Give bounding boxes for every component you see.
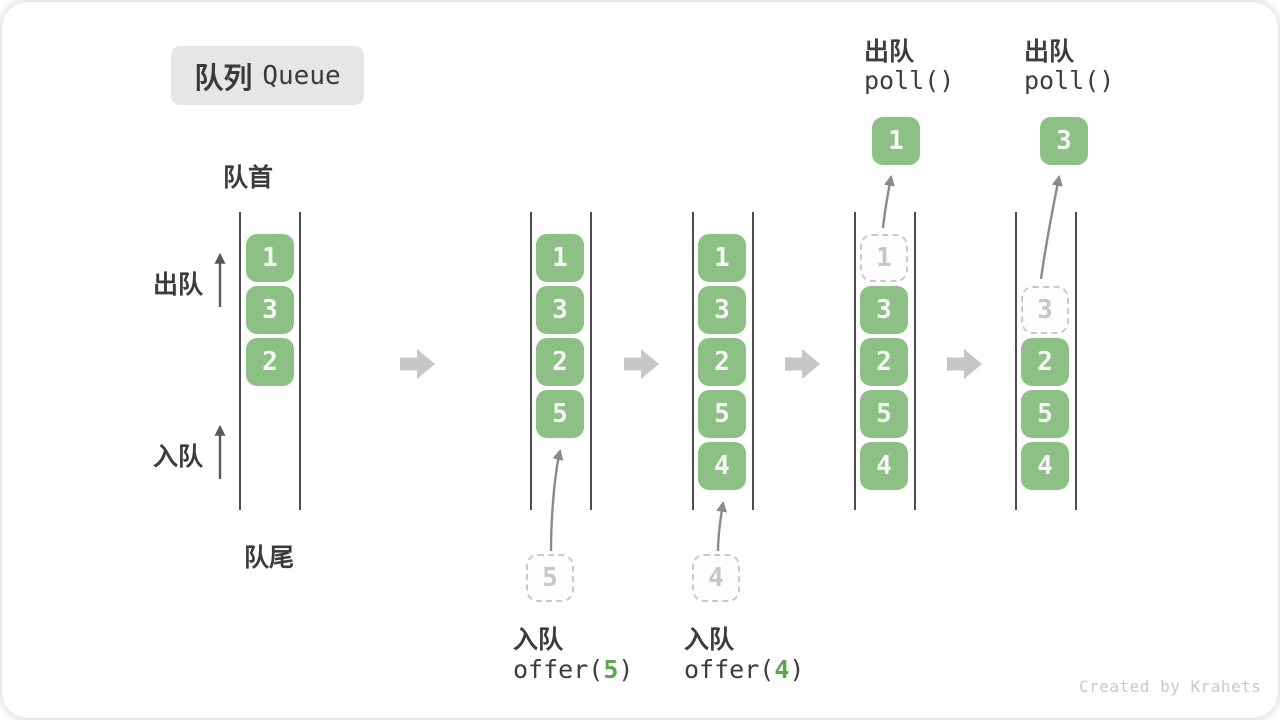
queue-wall <box>1075 212 1077 510</box>
queue-item: 4 <box>698 442 746 490</box>
code-arg: 4 <box>774 655 790 684</box>
incoming-item-ghost: 5 <box>526 554 574 602</box>
front-label: 队首 <box>223 164 274 192</box>
code-fn-close: ) <box>789 655 805 684</box>
dequeue-op-label: 出队 <box>864 38 915 66</box>
enqueue-op-code: offer(5) <box>513 655 633 684</box>
removed-item-ghost: 1 <box>860 234 908 282</box>
flow-arrow-icon <box>947 349 982 379</box>
queue-item: 2 <box>246 338 294 386</box>
watermark: Created by Krahets <box>1079 677 1262 696</box>
dequeue-op-code: poll() <box>864 66 955 95</box>
queue-wall <box>530 212 532 510</box>
enqueue-5-arrow-icon <box>549 448 564 552</box>
flow-arrow-icon <box>624 349 659 379</box>
dequeue-label: 出队 <box>153 271 204 299</box>
queue-wall <box>692 212 694 510</box>
queue-wall <box>914 212 916 510</box>
queue-item: 2 <box>698 338 746 386</box>
queue-item: 2 <box>536 338 584 386</box>
diagram-title: 队列 Queue <box>171 46 364 105</box>
flow-arrow-icon <box>400 349 435 379</box>
code-arg: 5 <box>603 655 619 684</box>
popped-item: 3 <box>1040 117 1088 165</box>
queue-wall <box>752 212 754 510</box>
code-fn: offer( <box>684 655 775 684</box>
enqueue-4-arrow-icon <box>716 500 728 552</box>
queue-wall <box>1015 212 1017 510</box>
queue-item: 5 <box>860 390 908 438</box>
rear-label: 队尾 <box>244 544 295 572</box>
queue-item: 3 <box>698 286 746 334</box>
incoming-item-ghost: 4 <box>692 554 740 602</box>
title-zh: 队列 <box>194 62 253 95</box>
queue-item: 1 <box>698 234 746 282</box>
popped-item: 1 <box>872 117 920 165</box>
queue-item: 5 <box>536 390 584 438</box>
queue-item: 5 <box>1021 390 1069 438</box>
dequeue-1-arrow-icon <box>881 174 895 229</box>
dequeue-op-label: 出队 <box>1024 38 1075 66</box>
queue-item: 2 <box>860 338 908 386</box>
enqueue-label: 入队 <box>153 443 204 471</box>
queue-wall <box>239 212 241 510</box>
enqueue-op-code: offer(4) <box>684 655 804 684</box>
dequeue-op-code: poll() <box>1024 66 1115 95</box>
dequeue-3-arrow-icon <box>1039 174 1063 280</box>
queue-item: 4 <box>860 442 908 490</box>
queue-item: 3 <box>860 286 908 334</box>
queue-item: 2 <box>1021 338 1069 386</box>
code-fn-close: ) <box>618 655 634 684</box>
removed-item-ghost: 3 <box>1021 286 1069 334</box>
queue-wall <box>854 212 856 510</box>
queue-wall <box>299 212 301 510</box>
enqueue-op-label: 入队 <box>513 626 564 654</box>
queue-item: 3 <box>536 286 584 334</box>
queue-wall <box>590 212 592 510</box>
queue-item: 5 <box>698 390 746 438</box>
enqueue-op-label: 入队 <box>684 626 735 654</box>
queue-item: 4 <box>1021 442 1069 490</box>
queue-item: 1 <box>246 234 294 282</box>
title-en: Queue <box>262 60 341 91</box>
flow-arrow-icon <box>785 349 820 379</box>
queue-item: 1 <box>536 234 584 282</box>
queue-item: 3 <box>246 286 294 334</box>
code-fn: offer( <box>513 655 604 684</box>
